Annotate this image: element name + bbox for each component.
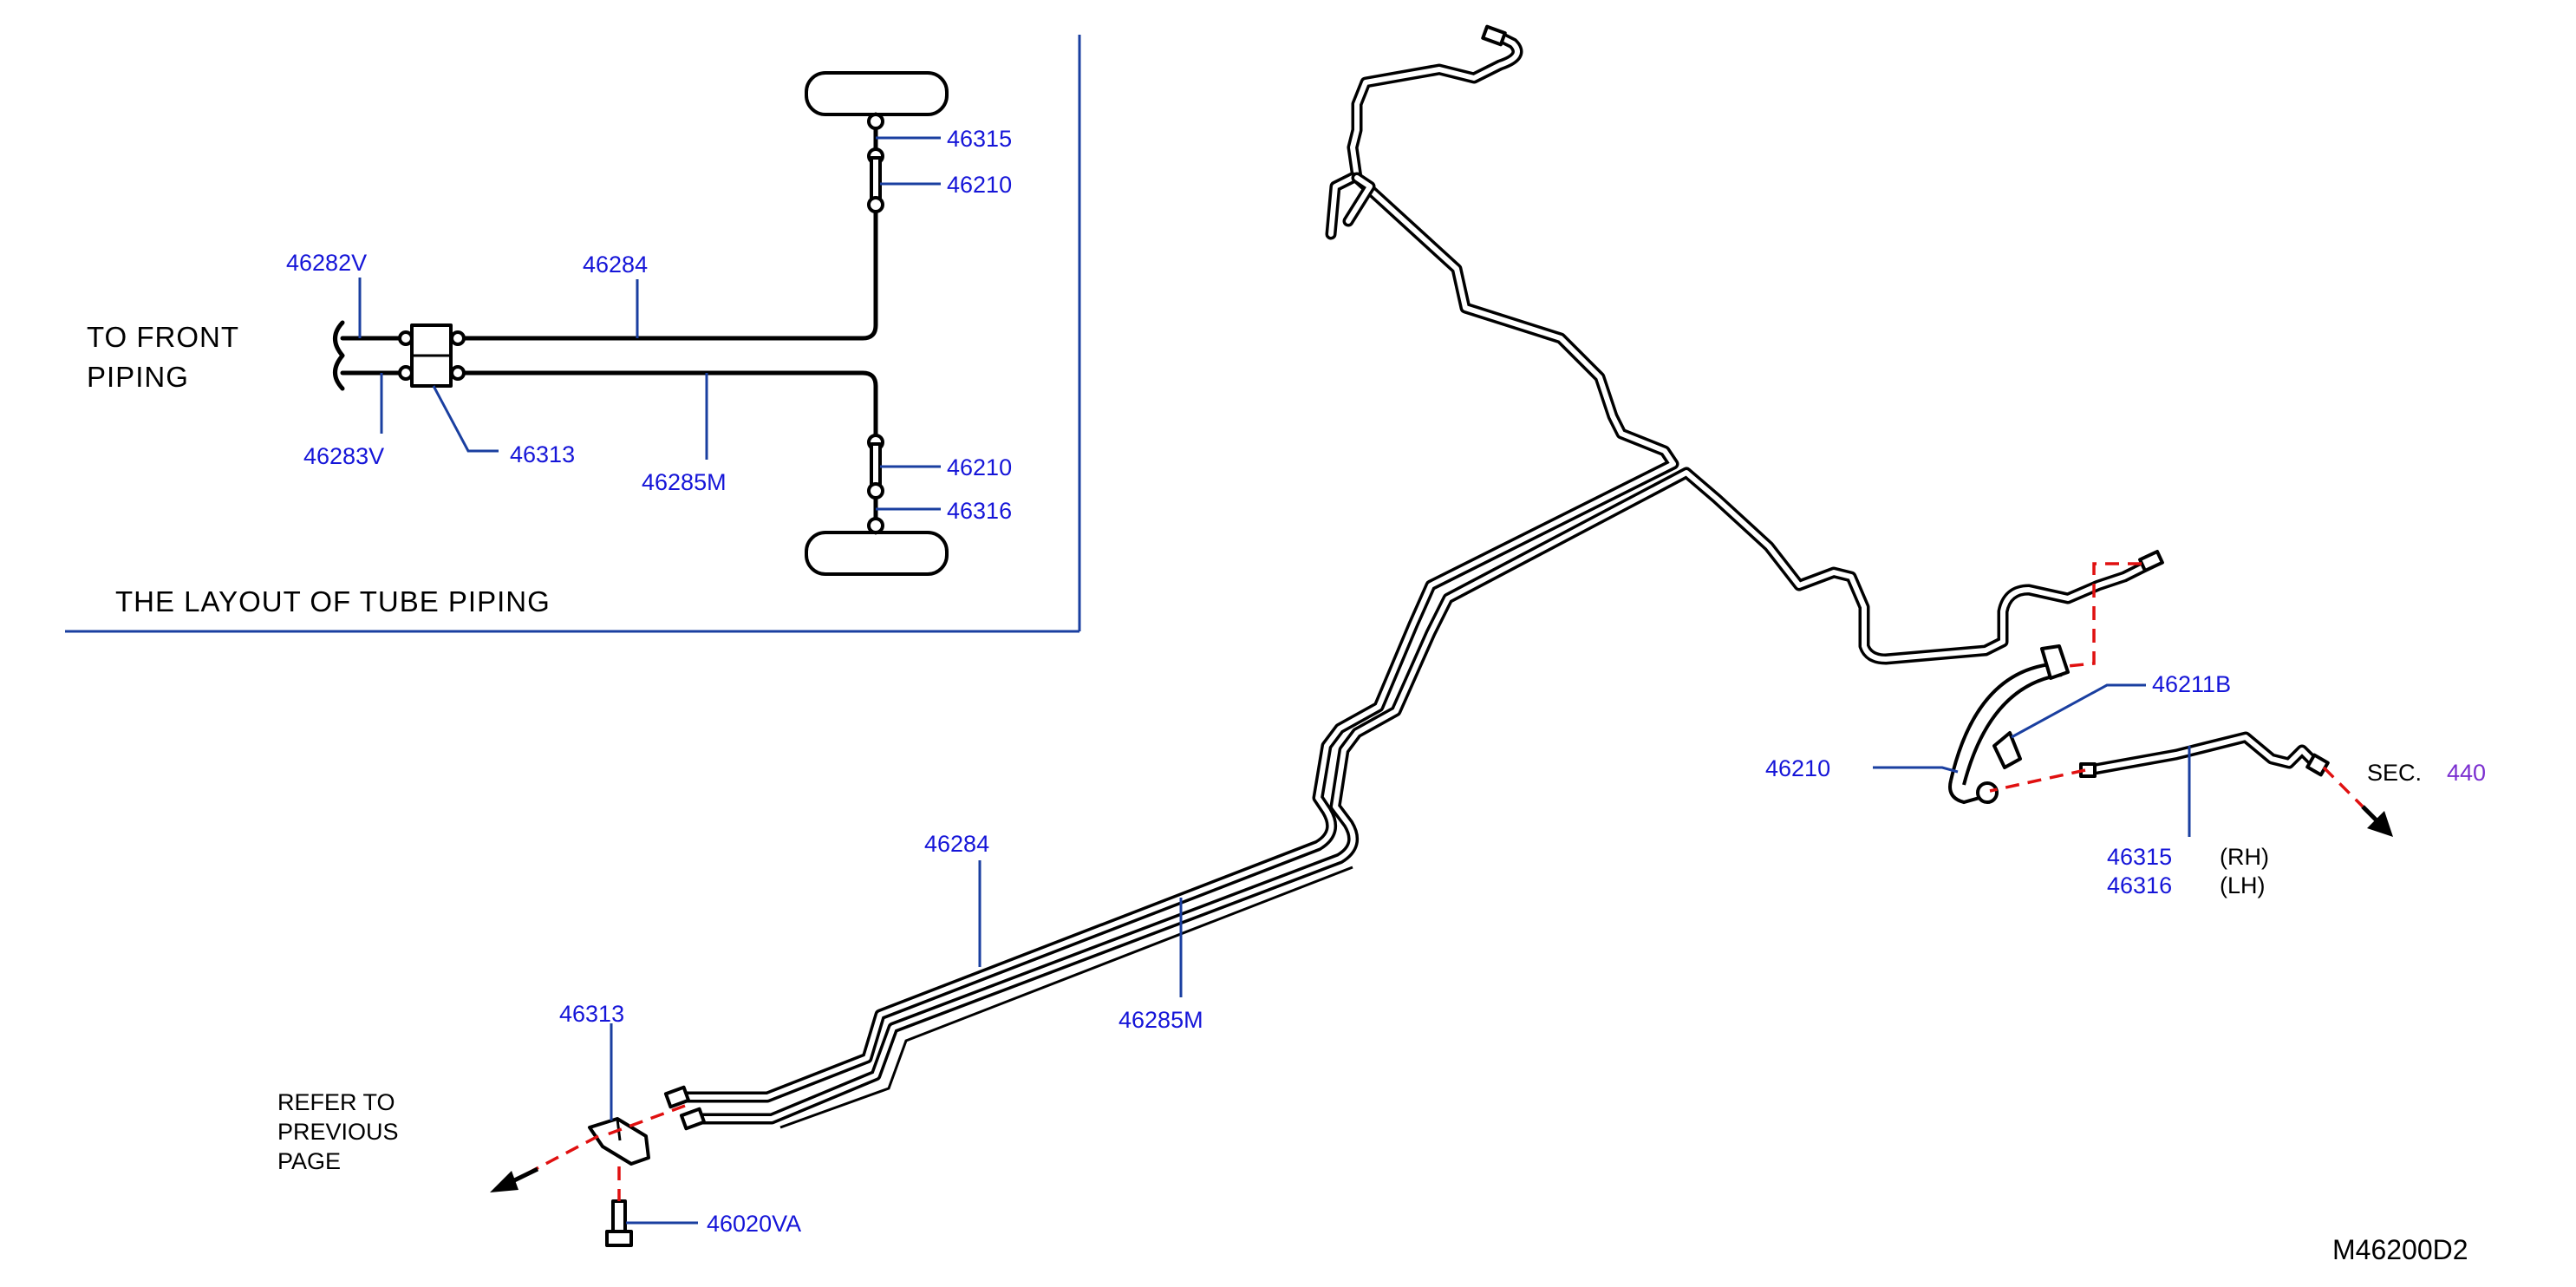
refer-text-2: PREVIOUS	[277, 1119, 399, 1145]
flare-nut-icon	[679, 1107, 707, 1131]
label-lh: (LH)	[2220, 872, 2266, 898]
brake-tube-assembly: 46284 46285M 46313 46020VA 46211B 46210 …	[277, 24, 2486, 1265]
label-46284: 46284	[924, 831, 989, 857]
refer-text-1: REFER TO	[277, 1089, 395, 1115]
arrow-to-sec-440-icon	[2361, 805, 2393, 837]
label-rh: (RH)	[2220, 844, 2269, 870]
joint-icon	[867, 196, 884, 213]
label-46210-inset-top: 46210	[947, 172, 1012, 198]
connector-46313-icon	[588, 1117, 650, 1166]
label-46316-inset: 46316	[947, 498, 1012, 524]
joint-icon	[450, 330, 466, 346]
label-46313: 46313	[559, 1001, 624, 1027]
bracket-46211B-icon	[1949, 644, 2070, 786]
tube-46285M	[688, 467, 2156, 1129]
label-46285M-inset: 46285M	[642, 469, 727, 495]
joint-icon	[450, 365, 466, 381]
flare-nut-icon	[1481, 24, 1507, 47]
sec-number-link[interactable]: 440	[2447, 760, 2486, 786]
label-46020VA: 46020VA	[707, 1211, 801, 1237]
flare-nut-icon	[2138, 550, 2164, 572]
label-46316: 46316	[2107, 872, 2172, 898]
install-line	[2067, 562, 2142, 668]
label-46210: 46210	[1765, 755, 1830, 781]
joint-46316-icon	[867, 517, 884, 534]
inset-caption: THE LAYOUT OF TUBE PIPING	[115, 585, 551, 617]
label-46283V: 46283V	[303, 443, 384, 469]
label-46210-inset-bottom: 46210	[947, 454, 1012, 480]
tube-46285M-schematic	[457, 370, 878, 535]
front-break-mark	[333, 320, 345, 391]
hose-46315-46316-icon	[2079, 731, 2330, 778]
install-line	[1989, 768, 2086, 793]
joint-icon	[398, 365, 414, 381]
label-46313-inset: 46313	[510, 441, 575, 467]
label-46315: 46315	[2107, 844, 2172, 870]
label-46211B: 46211B	[2152, 671, 2231, 697]
to-front-piping-text-1: TO FRONT	[87, 321, 239, 353]
to-front-piping-text-2: PIPING	[87, 361, 189, 393]
hose-46210-icon	[1948, 780, 1999, 805]
install-line	[2322, 766, 2364, 808]
arrow-to-previous-page-icon	[490, 1166, 539, 1192]
label-46282V: 46282V	[286, 250, 367, 276]
label-46315-inset: 46315	[947, 126, 1012, 152]
joint-icon	[867, 482, 884, 500]
flare-nut-icon	[663, 1085, 691, 1109]
tube-46284-schematic	[457, 112, 878, 341]
wheel-top-icon	[805, 71, 949, 116]
label-46285M: 46285M	[1118, 1007, 1203, 1033]
wheel-bottom-icon	[805, 531, 949, 576]
joint-icon	[398, 330, 414, 346]
tube-piping-layout-inset: TO FRONT PIPING 46282V 46283V 46313 4628…	[65, 35, 1081, 633]
diagram-code: M46200D2	[2332, 1234, 2468, 1265]
label-46284-inset: 46284	[583, 252, 648, 278]
tube-46284	[675, 29, 1679, 1103]
joint-46315-icon	[867, 113, 884, 130]
refer-text-3: PAGE	[277, 1148, 341, 1174]
sec-label: SEC.	[2367, 760, 2422, 786]
install-line	[602, 1104, 686, 1138]
